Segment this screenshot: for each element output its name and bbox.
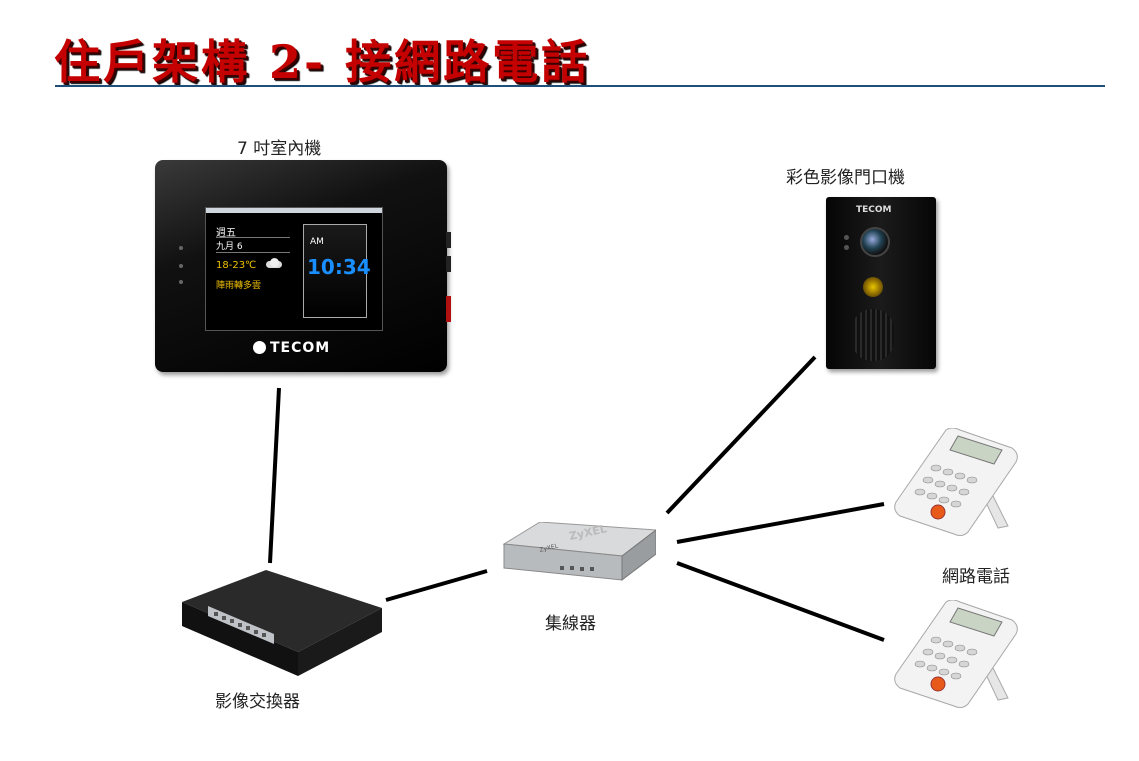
indoor-monitor-device: 週五 九月 6 18-23℃ 陣雨轉多雲 AM 10:34 TECOM: [155, 160, 451, 372]
clock-panel: AM 10:34: [303, 224, 371, 318]
tecom-logo-icon: [253, 341, 266, 354]
screen-ampm: AM: [310, 237, 324, 247]
screen-temperature: 18-23℃: [216, 260, 257, 271]
video-switch-device: [182, 570, 382, 676]
wire-monitor-switch: [268, 387, 281, 564]
ip-phone-label: 網路電話: [942, 567, 1010, 587]
wire-hub-phone1: [676, 502, 885, 544]
screen-date: 九月 6: [216, 242, 243, 252]
speaker-grill: [852, 309, 894, 361]
door-station-device: TECOM: [826, 197, 936, 369]
svg-text:ZyXEL: ZyXEL: [539, 542, 560, 554]
hub-device: ZyXEL ZyXEL: [502, 522, 656, 582]
call-button-icon: [863, 277, 883, 297]
video-switch-label: 影像交換器: [215, 692, 300, 712]
ip-phone-2-device: [894, 600, 1018, 709]
screen-day: 週五: [216, 228, 236, 239]
monitor-screen: 週五 九月 6 18-23℃ 陣雨轉多雲 AM 10:34: [205, 207, 383, 331]
cloud-rain-icon: [264, 258, 286, 270]
door-station-label: 彩色影像門口機: [786, 168, 905, 188]
wire-switch-hub: [385, 569, 488, 602]
door-brand-logo: TECOM: [856, 205, 892, 215]
hub-label: 集線器: [545, 614, 596, 634]
ip-phone-1-device: [894, 428, 1018, 537]
wire-hub-phone2: [676, 561, 885, 642]
monitor-brand-logo: TECOM: [253, 340, 330, 356]
indoor-monitor-label: 7 吋室內機: [237, 139, 322, 159]
screen-weather: 陣雨轉多雲: [216, 281, 262, 291]
page-title: 住戶架構 2- 接網路電話: [54, 35, 591, 89]
title-underline: [55, 85, 1105, 87]
screen-time: 10:34: [307, 255, 371, 279]
camera-lens-icon: [860, 227, 890, 257]
wire-hub-door: [665, 355, 817, 515]
